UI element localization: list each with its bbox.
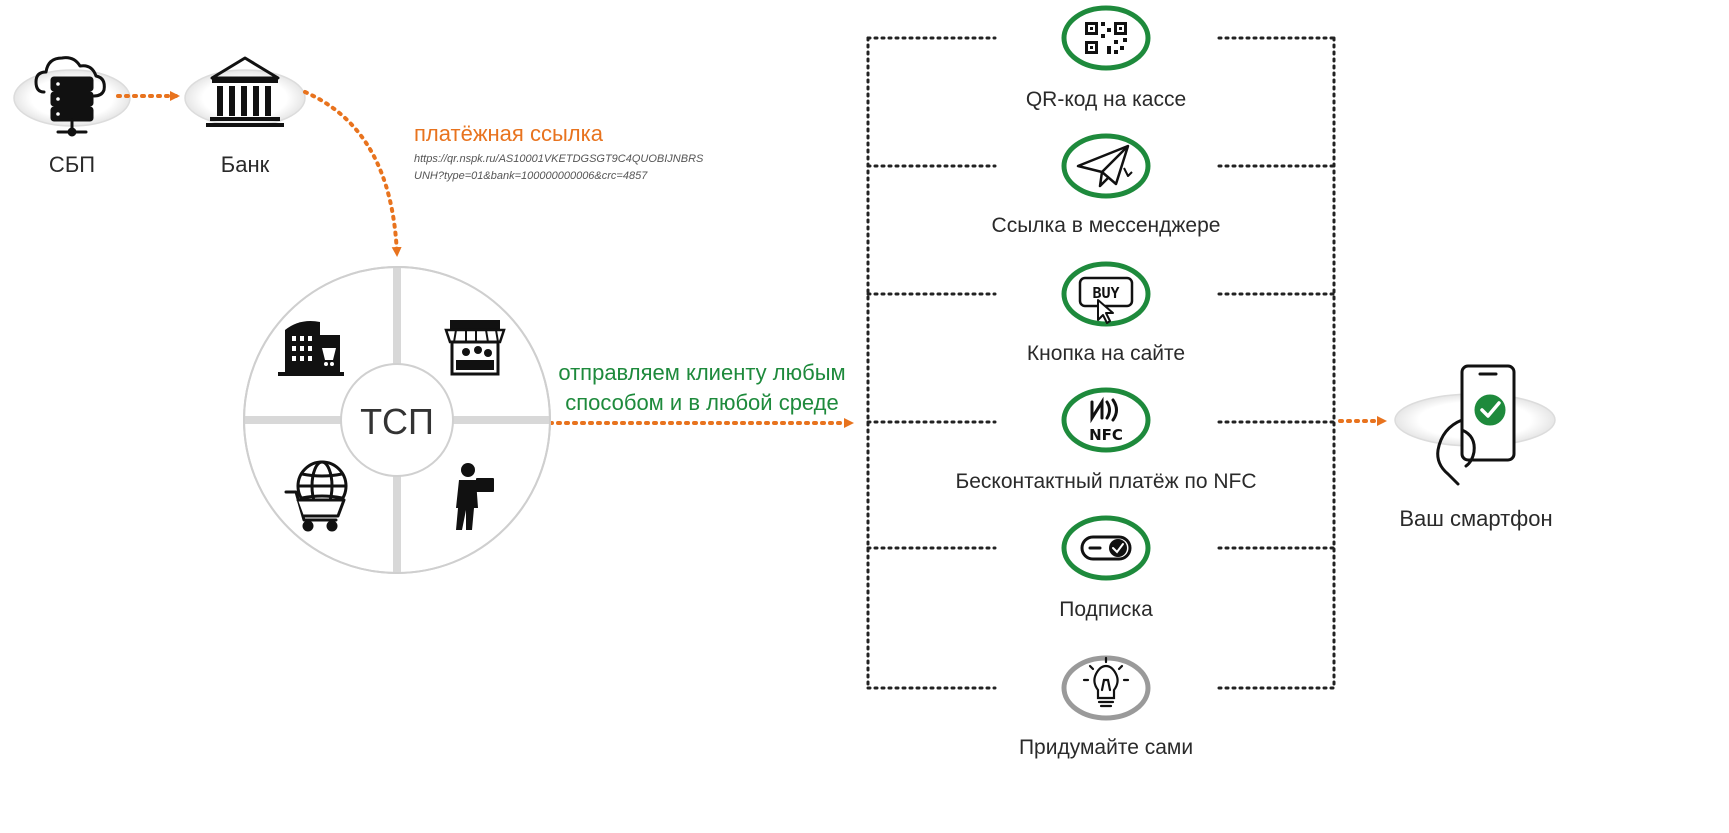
lightbulb-icon: [1082, 656, 1130, 708]
payment-link-title: платёжная ссылка: [414, 121, 603, 146]
method-label-qr: QR-код на кассе: [1025, 88, 1187, 111]
sbp-node: [13, 56, 131, 137]
method-label-messenger: Ссылка в мессенджере: [991, 214, 1221, 237]
send-text-line2: способом и в любой среде: [565, 390, 839, 415]
nfc-icon: NFC: [1089, 396, 1123, 444]
server-cloud-icon: [34, 56, 106, 137]
toggle-icon: [1080, 535, 1132, 561]
nfc-badge-text: NFC: [1089, 426, 1123, 444]
bank-node: [184, 56, 306, 127]
smartphone-check-icon: [1436, 364, 1516, 486]
method-label-subscription: Подписка: [1059, 598, 1153, 621]
method-badge-nfc: NFC: [1061, 387, 1151, 453]
bank-label: Банк: [220, 152, 270, 177]
connectors: [116, 90, 1387, 428]
online-cart-icon: [284, 460, 348, 532]
method-badge-qr: [1061, 5, 1151, 71]
smartphone-node: [1394, 364, 1556, 486]
method-label-buy: Кнопка на сайте: [1026, 342, 1186, 365]
bank-building-icon: [206, 56, 284, 127]
buy-button-icon: BUY: [1078, 276, 1134, 324]
paper-plane-icon: [1076, 144, 1133, 188]
method-badge-messenger: [1061, 133, 1151, 199]
arrow-bank-to-tsp: [303, 90, 402, 257]
tsp-label: ТСП: [360, 401, 434, 442]
method-label-idea: Придумайте сами: [1018, 736, 1194, 759]
methods-frame: [866, 36, 1336, 690]
method-badge-buy: BUY: [1061, 261, 1151, 327]
courier-icon: [456, 463, 494, 530]
market-stall-icon: [444, 320, 506, 376]
tsp-wheel: [243, 266, 551, 574]
send-text: отправляем клиенту любым способом и в лю…: [558, 358, 845, 418]
method-label-nfc: Бесконтактный платёж по NFC: [955, 470, 1257, 493]
payment-link-url-line2: UNH?type=01&bank=100000000006&crc=4857: [414, 170, 648, 182]
smartphone-label: Ваш смартфон: [1399, 506, 1553, 531]
qr-code-icon: [1085, 22, 1127, 54]
office-building-icon: [278, 321, 344, 376]
method-badge-subscription: [1061, 515, 1151, 581]
method-badge-idea: [1061, 655, 1151, 721]
payment-link-url-line1: https://qr.nspk.ru/AS10001VKETDGSGT9C4QU…: [414, 153, 704, 165]
sbp-label: СБП: [48, 152, 96, 177]
send-text-line1: отправляем клиенту любым: [558, 360, 846, 385]
svg-text:BUY: BUY: [1092, 284, 1119, 302]
